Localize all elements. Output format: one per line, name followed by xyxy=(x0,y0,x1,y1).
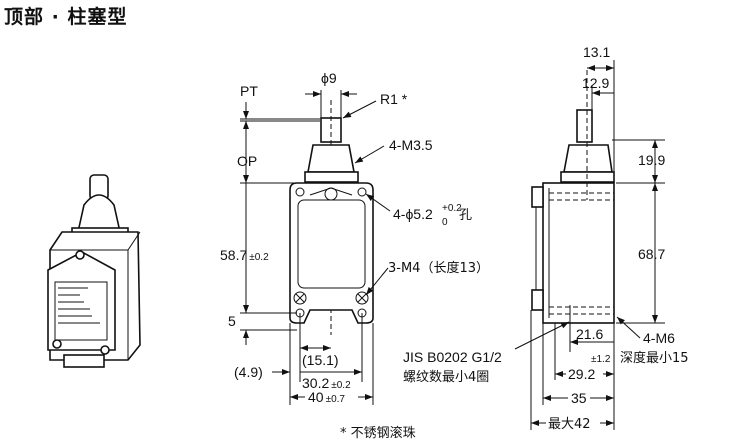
m4-label: 3-M4（长度13） xyxy=(388,260,489,276)
jis-label: JIS B0202 G1/2 xyxy=(403,349,502,365)
nameplate-text-lines xyxy=(58,287,100,324)
op-label: OP xyxy=(237,153,257,169)
hole-tol-lower: 0 xyxy=(442,217,448,228)
m6-label: 4-M6 xyxy=(643,330,675,346)
hole-suffix: 孔 xyxy=(459,208,472,223)
d302-dim: 30.2±0.2 xyxy=(302,375,351,391)
hole-tol-upper: +0.2 xyxy=(442,203,462,214)
jis-note: 螺纹数最小4圈 xyxy=(403,370,489,385)
dmax42-dim: 最大42 xyxy=(548,417,591,432)
m6-depth: 深度最小15 xyxy=(620,350,689,366)
d216-dim: 21.6 xyxy=(576,326,603,342)
d687-dim: 68.7 xyxy=(638,246,665,262)
r1-label: R1 * xyxy=(380,91,408,107)
phi9-dim: ϕ9 xyxy=(321,70,337,86)
height-dim: 58.7±0.2 xyxy=(220,247,269,263)
d40-dim: 40±0.7 xyxy=(308,389,345,405)
d35-dim: 35 xyxy=(571,390,587,406)
d151-dim: (15.1) xyxy=(302,352,339,368)
d131-dim: 13.1 xyxy=(583,44,610,60)
hole-label: 4-ϕ5.2 xyxy=(393,206,433,222)
footnote: * 不锈钢滚珠 xyxy=(340,425,416,441)
d49-dim: (4.9) xyxy=(234,364,263,380)
page-title: 顶部 · 柱塞型 xyxy=(4,6,128,28)
five-dim: 5 xyxy=(228,313,236,329)
d292-tol: ±1.2 xyxy=(591,354,611,365)
d292-dim: 29.2 xyxy=(568,366,595,382)
side-view: 13.1 12.9 19.9 68.7 21.6 ±1.2 29.2 35 最大… xyxy=(403,44,689,432)
m35-label: 4-M3.5 xyxy=(389,137,433,153)
front-view: PT OP 58.7±0.2 5 ϕ9 R1 * 4-M3.5 4-ϕ5.2 +… xyxy=(220,70,489,441)
d199-dim: 19.9 xyxy=(638,152,665,168)
pt-label: PT xyxy=(240,83,258,99)
d129-dim: 12.9 xyxy=(582,75,609,91)
product-illustration xyxy=(47,174,141,368)
